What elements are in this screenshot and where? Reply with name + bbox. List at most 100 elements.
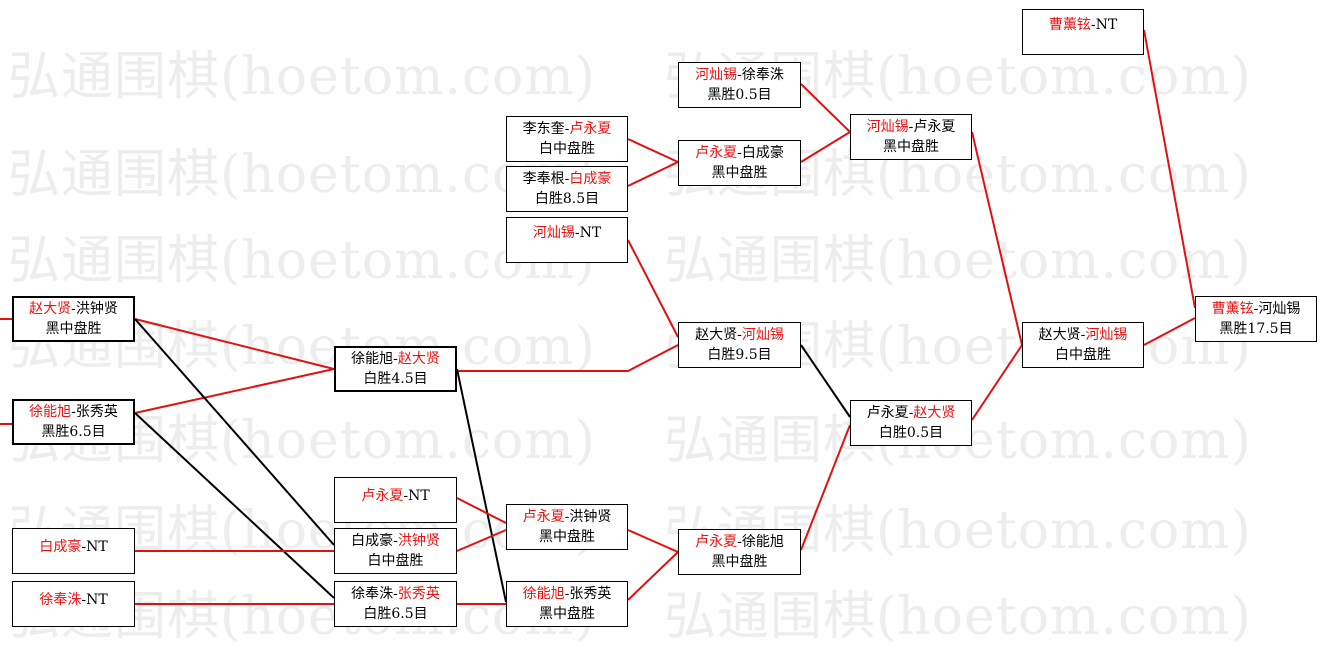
match-players: 李奉根-白成豪 [522,171,612,187]
player-name: 张秀英 [569,586,612,602]
match-result: 白胜4.5目 [363,371,428,387]
player-name: 徐能旭 [741,534,784,550]
player-name: 赵大贤 [695,327,738,343]
match-result: 白胜8.5目 [534,191,600,207]
winner-name: 赵大贤 [913,405,956,421]
match-players: 徐奉洙-张秀英 [351,586,440,602]
winner-name: 卢永夏 [695,534,738,550]
match-box[interactable]: 徐奉洙-张秀英 白胜6.5目 [334,581,457,627]
winner-name: 徐奉洙 [39,592,82,608]
match-result: 白胜0.5目 [878,425,944,441]
match-box[interactable]: 赵大贤-洪钟贤 黑中盘胜 [12,296,135,342]
match-box[interactable]: 卢永夏-NT [334,477,457,523]
player-name: 洪钟贤 [75,301,118,317]
match-result: 白胜6.5目 [363,606,428,622]
match-box[interactable]: 赵大贤-河灿锡 白胜9.5目 [678,322,801,368]
match-result: 黑中盘胜 [883,139,939,155]
match-result: 黑中盘胜 [711,165,768,181]
winner-name: 卢永夏 [569,121,612,137]
match-result: 黑胜6.5目 [41,424,106,440]
winner-name: 洪钟贤 [397,533,440,549]
player-name: 徐奉洙 [351,586,394,602]
match-box[interactable]: 卢永夏-白成豪 黑中盘胜 [678,140,801,186]
match-box[interactable]: 徐能旭-张秀英 黑中盘胜 [506,581,628,627]
match-result: 黑中盘胜 [711,554,768,570]
player-name: 徐奉洙 [741,67,784,83]
connector-line [1143,317,1196,346]
match-box[interactable]: 白成豪-NT [12,528,135,574]
winner-name: 赵大贤 [29,301,72,317]
match-box[interactable]: 白成豪-洪钟贤 白中盘胜 [334,528,457,574]
match-box[interactable]: 河灿锡-NT [506,217,628,263]
match-result: 黑胜17.5目 [1219,321,1293,337]
winner-name: 河灿锡 [1085,327,1128,343]
match-players: 曹薰铉-NT [1048,17,1118,33]
connector-line [134,318,335,370]
connector-line [971,344,1023,421]
connector-line [134,318,335,546]
match-box[interactable]: 卢永夏-徐能旭 黑中盘胜 [678,529,801,575]
match-players: 徐能旭-张秀英 [29,404,118,420]
match-box[interactable]: 赵大贤-河灿锡 白中盘胜 [1022,322,1144,368]
connector-line [800,424,851,551]
match-players: 河灿锡-NT [532,225,602,241]
connector-line [800,131,851,163]
match-players: 徐奉洙-NT [39,592,108,608]
connector-line [800,83,851,133]
player-name: 卢永夏 [913,119,956,135]
match-box[interactable]: 河灿锡-徐奉洙 黑胜0.5目 [678,62,801,108]
match-players: 河灿锡-卢永夏 [866,119,956,135]
winner-name: 河灿锡 [695,67,738,83]
match-players: 河灿锡-徐奉洙 [695,67,784,83]
match-box[interactable]: 河灿锡-卢永夏 黑中盘胜 [850,114,972,160]
player-name: 李东奎 [522,121,565,137]
match-result: 白中盘胜 [1055,347,1111,363]
winner-name: 卢永夏 [361,488,404,504]
match-players: 白成豪-NT [39,539,108,555]
match-box[interactable]: 卢永夏-洪钟贤 黑中盘胜 [506,504,628,550]
winner-name: 卢永夏 [522,509,565,525]
connector-line [627,161,679,187]
final-match-box[interactable]: 曹薰铉-河灿锡 黑胜17.5目 [1195,296,1317,342]
match-players: 卢永夏-NT [361,488,430,504]
player-name: 卢永夏 [866,405,909,421]
match-box[interactable]: 曹薰铉-NT [1022,9,1144,55]
connector-line [456,368,507,603]
player-name: NT [1095,17,1118,33]
player-name: NT [408,488,430,504]
winner-name: 河灿锡 [532,225,575,241]
player-name: 河灿锡 [1258,301,1301,317]
match-box[interactable]: 卢永夏-赵大贤 白胜0.5目 [850,400,972,446]
player-name: NT [86,592,108,608]
match-box[interactable]: 徐奉洙-NT [12,581,135,627]
winner-name: 曹薰铉 [1211,301,1254,317]
winner-name: 徐能旭 [29,404,72,420]
match-players: 赵大贤-河灿锡 [695,327,784,343]
match-box[interactable]: 李奉根-白成豪 白胜8.5目 [506,166,628,212]
winner-name: 卢永夏 [695,145,738,161]
winner-name: 白成豪 [39,539,82,555]
player-name: 白成豪 [741,145,784,161]
connector-line [800,344,851,418]
player-name: 徐能旭 [351,351,394,367]
match-box[interactable]: 李东奎-卢永夏 白中盘胜 [506,116,628,162]
match-players: 赵大贤-洪钟贤 [29,301,118,317]
player-name: 赵大贤 [1038,327,1081,343]
match-players: 徐能旭-赵大贤 [351,351,440,367]
winner-name: 白成豪 [569,171,612,187]
connector-line [627,239,679,338]
match-players: 卢永夏-洪钟贤 [522,509,612,525]
match-players: 白成豪-洪钟贤 [351,533,440,549]
connector-line [1143,29,1196,309]
player-name: 张秀英 [75,404,118,420]
connector-line [134,368,335,414]
winner-name: 徐能旭 [522,586,565,602]
match-box[interactable]: 徐能旭-张秀英 黑胜6.5目 [12,399,135,445]
match-result: 白中盘胜 [539,141,595,157]
winner-name: 曹薰铉 [1048,17,1091,33]
match-players: 李东奎-卢永夏 [522,121,612,137]
connector-line [457,344,679,372]
connector-line [627,551,679,601]
match-box[interactable]: 徐能旭-赵大贤 白胜4.5目 [334,346,457,392]
